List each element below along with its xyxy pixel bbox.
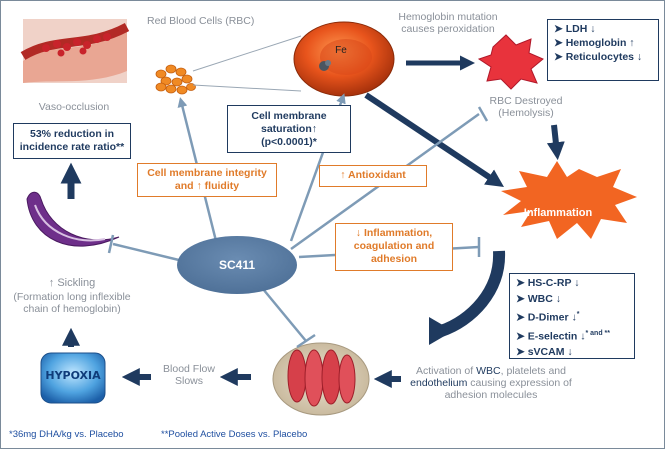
sickle-cell-highlight (34, 204, 106, 242)
inflammation-marker: ➤ D-Dimer ↓* (516, 311, 580, 324)
marker-hs-crp: HS-C-RP (527, 277, 572, 289)
rbc-cluster-image (155, 64, 196, 95)
hemolysis-markers-box: ➤ LDH ↓ ➤ Hemoglobin ↑ ➤ Reticulocytes ↓ (547, 19, 659, 81)
marker-svcam: sVCAM (527, 346, 565, 358)
rbc-label: Red Blood Cells (RBC) (147, 15, 255, 27)
inflammation-marker: ➤ sVCAM ↓ (516, 346, 573, 358)
hemolysis-marker: ➤ LDH ↓ (554, 23, 596, 35)
activation-wbc: WBC (476, 365, 501, 377)
vaso-occlusion-image (20, 19, 130, 83)
zoom-line-bottom (192, 84, 302, 92)
hemolysis-marker: ➤ Reticulocytes ↓ (554, 51, 643, 63)
sc411-node (177, 236, 297, 294)
marker-d-dimer: D-Dimer (527, 311, 569, 324)
zoom-line-top (192, 35, 302, 72)
marker-hemoglobin: Hemoglobin ↑ (565, 37, 635, 49)
vaso-occlusion-label: Vaso-occlusion (38, 101, 110, 113)
arrow-inflammation-activation-head (429, 317, 453, 345)
rbc-destroyed-label: RBC Destroyed (Hemolysis) (489, 95, 563, 119)
damaged-rbc-image (477, 34, 544, 90)
inflammation-markers-box: ➤ HS-C-RP ↓ ➤ WBC ↓ ➤ D-Dimer ↓* ➤ E-sel… (509, 273, 635, 359)
hb-mutation-label: Hemoglobin mutation causes peroxidation (398, 11, 498, 35)
marker-e-selectin-footnote: * and ** (585, 330, 611, 337)
marker-wbc: WBC (527, 292, 553, 305)
hemolysis-marker: ➤ Hemoglobin ↑ (554, 37, 635, 49)
activation-text-mid: , platelets and (500, 365, 566, 377)
activation-text-end: causing expression of adhesion molecules (444, 377, 572, 401)
marker-svcam-arrow: ↓ (564, 346, 573, 358)
saturation-box: Cell membrane saturation↑ (p<0.0001)* (227, 105, 351, 153)
marker-d-dimer-footnote: * (576, 311, 580, 318)
hypoxia-label: HYPOXIA (45, 369, 101, 382)
footnote-pooled: **Pooled Active Doses vs. Placebo (161, 429, 308, 440)
large-rbc-image (293, 21, 395, 97)
inflammation-marker: ➤ WBC ↓ (516, 292, 561, 305)
marker-e-selectin: E-selectin (527, 330, 578, 343)
activation-label: Activation of WBC, platelets and endothe… (399, 365, 583, 401)
activation-text-start: Activation of (415, 365, 477, 377)
sickling-description: (Formation long inflexible chain of hemo… (13, 291, 131, 315)
marker-e-selectin-arrow: ↓ (577, 330, 586, 343)
arrow-rbc-inflammation (364, 92, 504, 187)
sc411-label: SC411 (218, 258, 256, 272)
sickle-cell-image (26, 191, 120, 247)
activation-endothelium: endothelium (410, 377, 468, 389)
saturation-line-2: (p<0.0001)* (261, 136, 317, 148)
inflammation-marker: ➤ E-selectin ↓* and ** (516, 330, 611, 343)
inflammation-label: Inflammation (523, 207, 593, 219)
antioxidant-box: ↑ Antioxidant (319, 165, 427, 187)
fe-label: Fe (335, 45, 347, 56)
reduction-box: 53% reduction in incidence rate ratio** (13, 123, 131, 159)
inflammation-starburst (501, 161, 637, 239)
marker-d-dimer-arrow: ↓ (568, 311, 577, 324)
marker-hs-crp-arrow: ↓ (571, 277, 580, 289)
arrow-hemolysis-inflammation (546, 124, 565, 161)
marker-reticulocytes: Reticulocytes ↓ (565, 51, 643, 63)
blood-vessel-image (272, 342, 370, 416)
blood-flow-label: Blood Flow Slows (163, 363, 215, 387)
marker-ldh: LDH ↓ (565, 23, 596, 35)
integrity-box: Cell membrane integrity and ↑ fluidity (137, 163, 277, 197)
inflammation-marker: ➤ HS-C-RP ↓ (516, 277, 580, 289)
footnote-dose: *36mg DHA/kg vs. Placebo (9, 429, 124, 440)
sickling-label: ↑ Sickling (48, 277, 96, 289)
arrow-inflammation-activation (438, 250, 506, 337)
hypoxia-image (40, 352, 106, 404)
saturation-line-1: Cell membrane saturation↑ (251, 110, 327, 135)
marker-wbc-arrow: ↓ (552, 292, 561, 305)
inflammation-coagulation-box: ↓ Inflammation, coagulation and adhesion (335, 223, 453, 271)
